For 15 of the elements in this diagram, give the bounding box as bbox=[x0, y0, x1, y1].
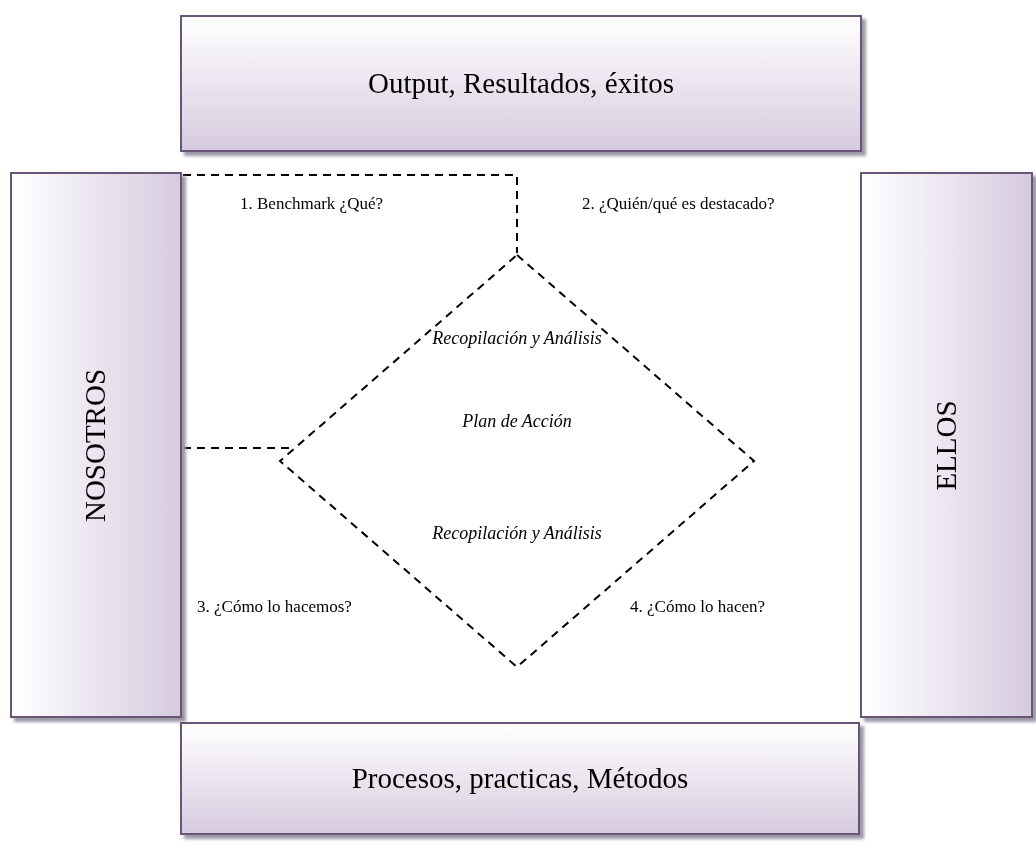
header-panel bbox=[180, 15, 862, 152]
diamond-text: Recopilación y Análisis bbox=[432, 523, 602, 544]
diamond-text: Plan de Acción bbox=[462, 411, 572, 432]
quadrant-label: 3. ¿Cómo lo hacemos? bbox=[197, 596, 353, 618]
quadrant-label: 4. ¿Cómo lo hacen? bbox=[630, 596, 766, 618]
header-panel bbox=[180, 722, 860, 835]
header-panel bbox=[860, 172, 1033, 718]
panel-title: Procesos, practicas, Métodos bbox=[351, 762, 689, 795]
panel-title: ELLOS bbox=[930, 399, 963, 491]
panel-title: Output, Resultados, éxitos bbox=[367, 67, 675, 100]
panel-title: NOSOTROS bbox=[79, 368, 113, 522]
diamond-text: Recopilación y Análisis bbox=[432, 328, 602, 349]
quadrant-label: 2. ¿Quién/qué es destacado? bbox=[582, 193, 776, 215]
quadrant-label: 1. Benchmark ¿Qué? bbox=[240, 193, 385, 215]
header-panel bbox=[10, 172, 182, 718]
